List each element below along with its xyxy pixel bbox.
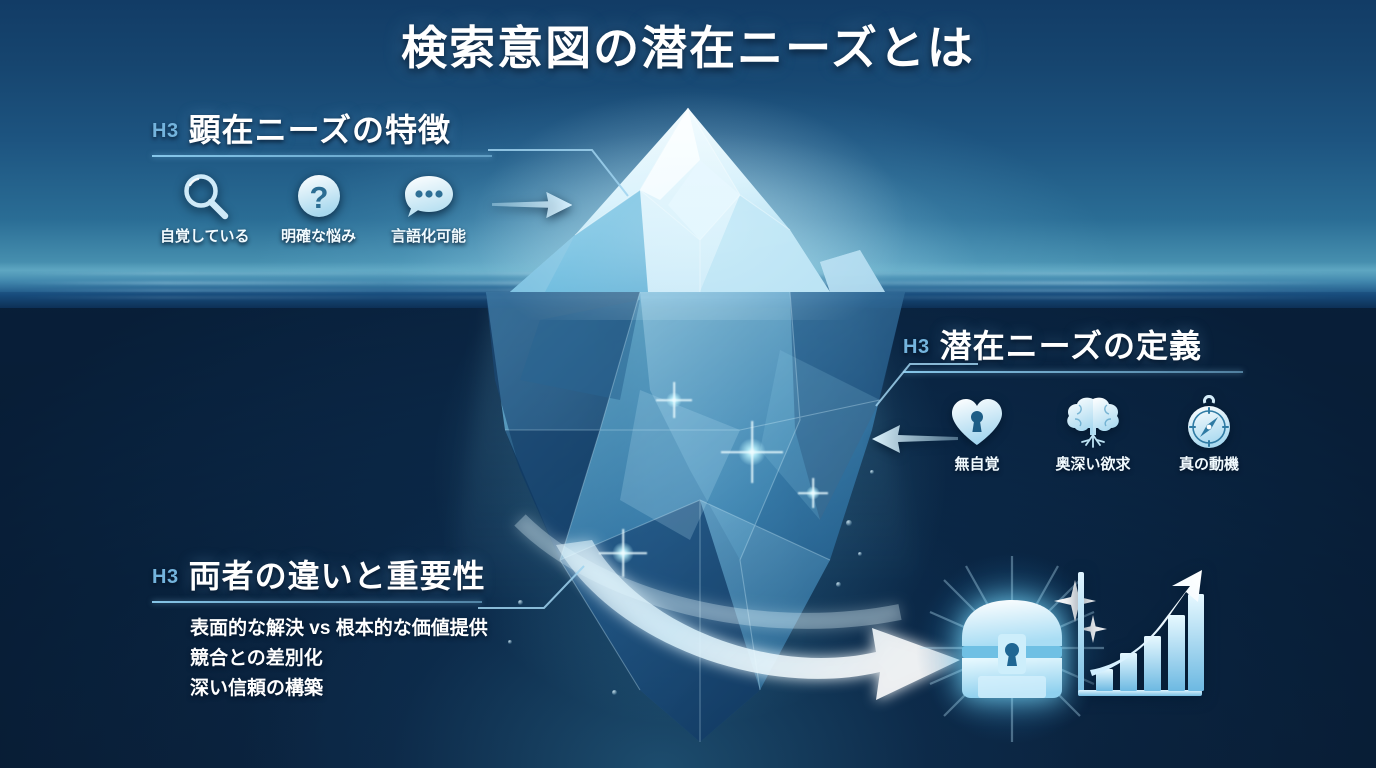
feature-self-aware: 自覚している [158,171,252,244]
connector-latent [875,363,978,407]
arrow-right-icon [491,191,572,219]
list-item: 表面的な解決 vs 根本的な価値提供 [190,618,488,639]
page-title: 検索意図の潜在ニーズとは [401,22,975,74]
section-comparison-title: 両者の違いと重要性 [188,558,486,594]
ice-glint [806,486,820,500]
section-latent-heading-row: H3 潜在ニーズの定義 [903,330,1303,362]
brain-roots-icon [1067,397,1119,448]
h3-tag: H3 [152,566,179,588]
feature-verbalizable: 言語化可能 [386,171,472,244]
section-latent-needs: H3 潜在ニーズの定義 無自覚 [903,330,1303,472]
heart-lock-icon [952,399,1002,445]
rising-trend-arrow [1090,570,1202,676]
feature-label: 明確な悩み [281,228,357,245]
feature-label: 真の動機 [1178,456,1239,473]
feature-clear-problem: ? 明確な悩み [276,171,362,244]
ice-glint [666,392,682,408]
feature-true-motive: 真の動機 [1167,395,1251,472]
bubble [836,582,841,587]
treasure-chest-icon [962,600,1062,698]
growth-bar-chart-icon [1078,570,1204,696]
arrow-left-icon [872,425,958,453]
iceberg-underwater [486,291,905,742]
feature-unaware: 無自覚 [935,395,1019,472]
feature-label: 言語化可能 [391,228,467,245]
connector-comparison [478,565,585,609]
speech-bubble-icon [404,176,453,217]
bubble [518,600,523,605]
feature-label: 自覚している [159,228,250,245]
section-surface-title: 顕在ニーズの特徴 [188,112,451,148]
connector-surface [488,149,629,197]
magnifier-icon [184,174,228,220]
sparkle-icon [1054,580,1096,622]
curved-arrow-icon [556,540,960,700]
svg-text:?: ? [309,180,328,215]
ribbon-highlight [514,514,902,629]
feature-deep-desire: 奥深い欲求 [1043,395,1143,472]
compass-icon [1188,395,1230,448]
section-surface-needs: H3 顕在ニーズの特徴 自覚している [152,114,572,244]
section-surface-rule [152,155,492,157]
bubble [858,552,862,556]
section-latent-rule [903,371,1243,373]
section-comparison: H3 両者の違いと重要性 表面的な解決 vs 根本的な価値提供 競合との差別化 … [152,560,572,700]
bubble [612,690,617,695]
ice-glint [738,438,766,466]
h3-tag: H3 [903,336,930,358]
comparison-bullet-list: 表面的な解決 vs 根本的な価値提供 競合との差別化 深い信頼の構築 [190,617,572,700]
iceberg-peak [510,107,885,292]
feature-label: 無自覚 [954,456,1000,473]
bubble [846,520,852,526]
section-comparison-heading-row: H3 両者の違いと重要性 [152,560,572,592]
chart-bars [1096,594,1204,691]
feature-label: 奥深い欲求 [1055,456,1131,473]
section-latent-title: 潜在ニーズの定義 [939,328,1202,364]
surface-feature-row: 自覚している ? 明確な悩み [158,171,572,244]
section-comparison-rule [152,601,482,603]
list-item: 競合との差別化 [190,647,323,669]
outcome-group [900,552,1230,744]
bubble [870,470,874,474]
bubble [508,640,512,644]
list-item: 深い信頼の構築 [190,677,324,699]
question-mark-circle-icon: ? [297,175,340,217]
ice-glint [612,542,634,564]
latent-feature-row: 無自覚 [935,395,1303,472]
sparkle-icon [1079,615,1107,643]
section-surface-heading-row: H3 顕在ニーズの特徴 [152,114,572,146]
h3-tag: H3 [152,120,179,142]
